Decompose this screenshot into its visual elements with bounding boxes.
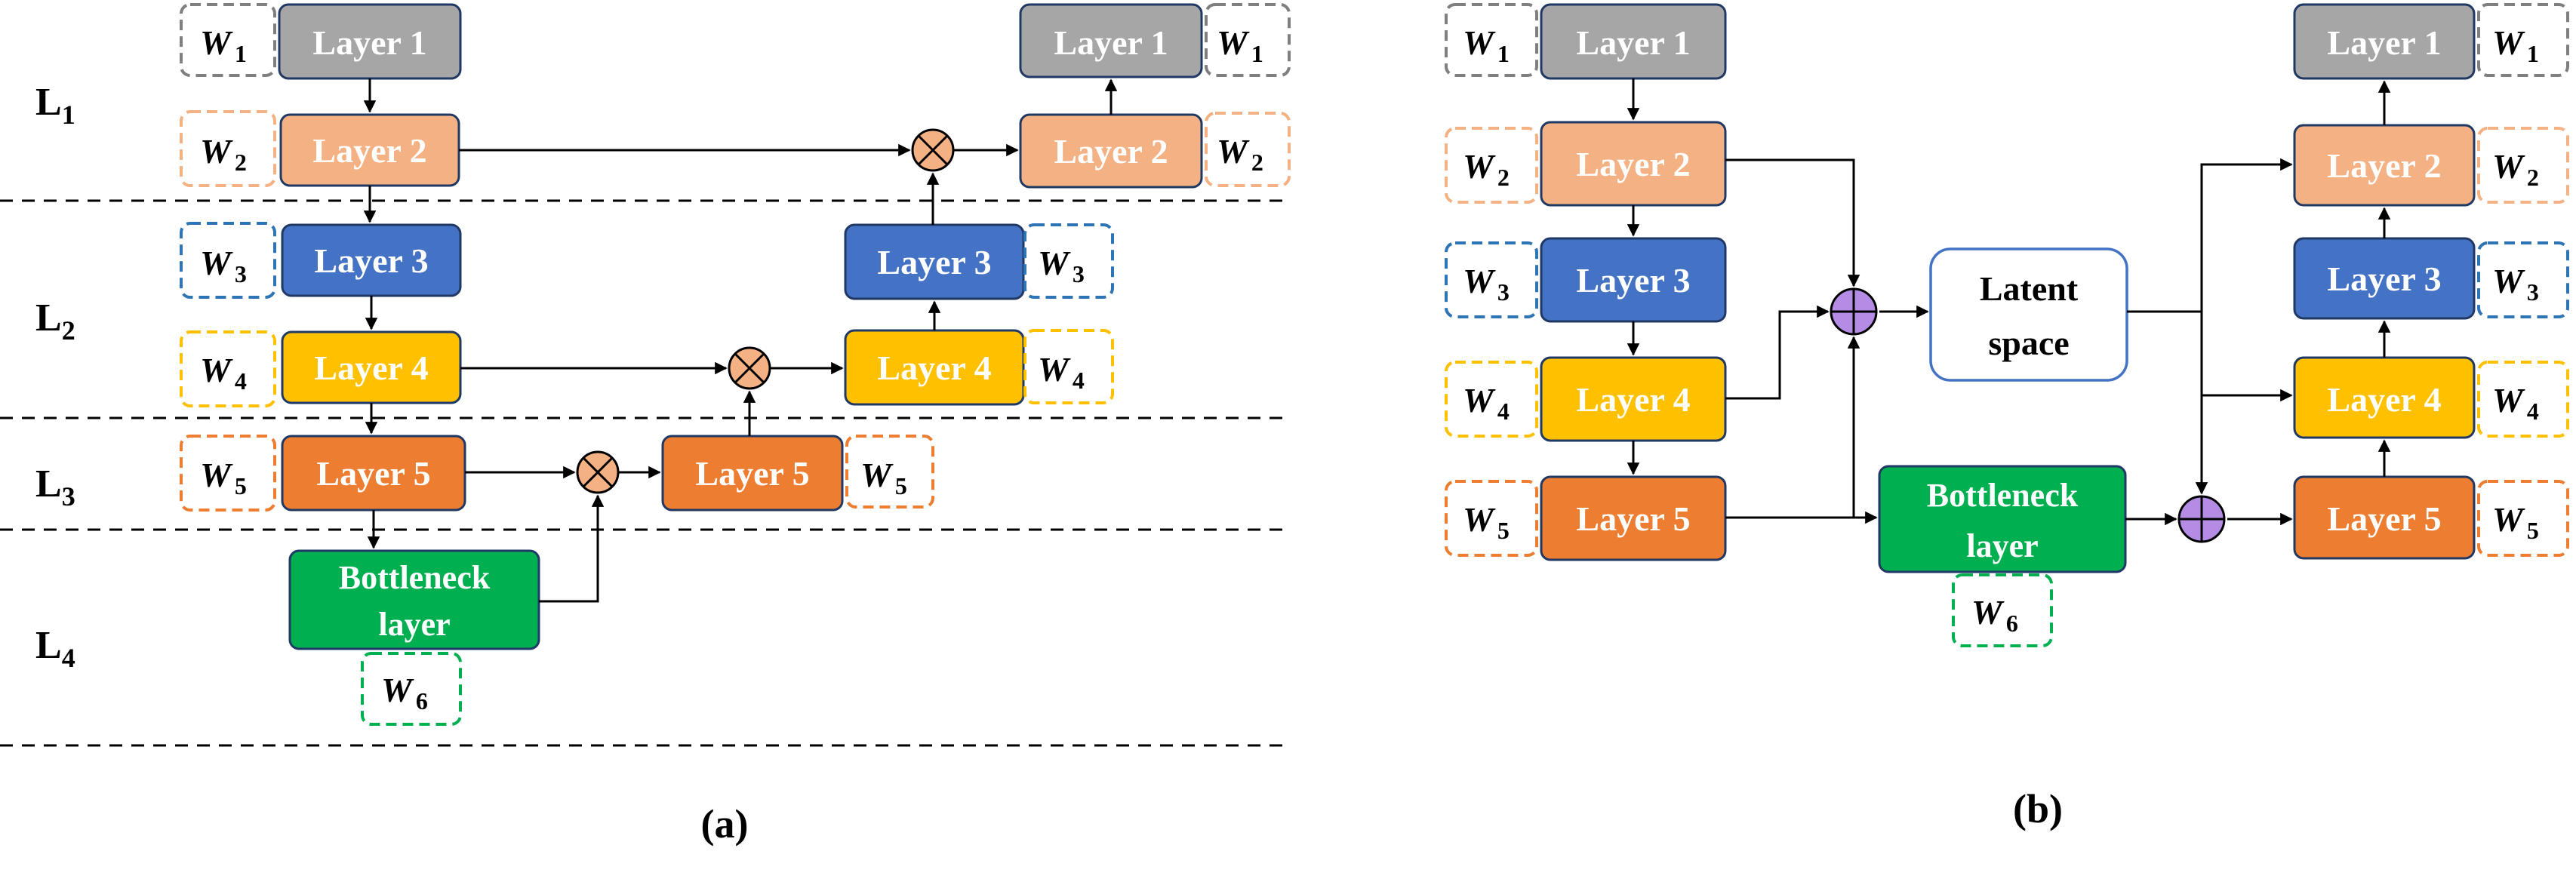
weight-w1-box xyxy=(2477,3,2569,77)
decoder-layer-5-label: Layer 5 xyxy=(695,454,809,493)
weight-w2-box xyxy=(180,110,276,187)
row-label-l1: L1 xyxy=(35,81,75,130)
weight-w5-box xyxy=(180,435,276,512)
latent-space-label-line1: Latent xyxy=(1980,269,2079,308)
decoder-layer-4-label: Layer 4 xyxy=(2327,380,2441,419)
row-label-l3: L3 xyxy=(35,462,75,512)
encoder-layer-5-label: Layer 5 xyxy=(316,454,430,493)
circled-plus-icon xyxy=(2177,495,2226,543)
weight-w2-box xyxy=(1445,127,1538,204)
panel-b-caption: (b) xyxy=(2013,786,2063,831)
weight-w1-box xyxy=(180,3,276,77)
weight-w2-box xyxy=(1205,112,1291,187)
weight-w6-box xyxy=(361,652,462,726)
bottleneck-layer-label-line2: layer xyxy=(378,606,450,643)
encoder-layer-4-label: Layer 4 xyxy=(314,349,428,387)
encoder-layer-2-label: Layer 2 xyxy=(312,131,426,170)
weight-w3-box xyxy=(1445,241,1538,318)
weight-w5-box xyxy=(2477,480,2569,557)
weight-w3-box xyxy=(180,222,276,299)
decoder-layer-5-box xyxy=(661,435,844,512)
connectors-panel-a xyxy=(363,78,1118,603)
latent-space-box xyxy=(1929,247,2128,382)
weight-w3-box xyxy=(1023,223,1114,299)
encoder-layer-1-label: Layer 1 xyxy=(1576,23,1690,62)
decoder-layer-2-label: Layer 2 xyxy=(1054,132,1168,171)
decoder-layer-1-label: Layer 1 xyxy=(1054,23,1168,62)
circled-times-icon xyxy=(911,128,955,172)
circled-times-icon xyxy=(728,346,771,390)
decoder-layer-1-label: Layer 1 xyxy=(2327,23,2441,62)
panel-a-caption: (a) xyxy=(701,801,749,847)
decoder-layer-5-label: Layer 5 xyxy=(2327,499,2441,538)
decoder-layer-3-label: Layer 3 xyxy=(2327,260,2441,298)
weight-w1-box xyxy=(1205,3,1291,77)
weight-w4-box xyxy=(1445,361,1538,438)
bottleneck-layer-label-line1: Bottleneck xyxy=(1927,477,2079,514)
panel-a: L1 L2 L3 L4 Layer 1 Layer 2 Layer 3 Laye… xyxy=(0,3,1291,847)
weight-w4-box xyxy=(180,330,276,407)
weight-w2-box xyxy=(2477,127,2569,204)
circled-times-icon xyxy=(576,450,620,494)
latent-space-label-line2: space xyxy=(1988,324,2069,362)
encoder-layer-5-label: Layer 5 xyxy=(1576,499,1690,538)
weight-w4-box xyxy=(1023,329,1114,404)
weight-w5-box xyxy=(1445,480,1538,557)
decoder-layer-1-box xyxy=(2293,3,2476,80)
weight-w6-box xyxy=(1952,573,2053,647)
encoder-layer-4-label: Layer 4 xyxy=(1576,380,1690,419)
bottleneck-layer-label-line1: Bottleneck xyxy=(339,559,491,596)
row-label-l4: L4 xyxy=(35,624,75,673)
bottleneck-layer-label-line2: layer xyxy=(1966,527,2038,564)
row-label-l2: L2 xyxy=(35,297,75,346)
encoder-layer-1-label: Layer 1 xyxy=(312,23,426,62)
decoder-layer-4-label: Layer 4 xyxy=(877,349,991,387)
encoder-layer-2-label: Layer 2 xyxy=(1576,145,1690,183)
panel-b: Layer 1 Layer 2 Layer 3 Layer 4 Layer 5 … xyxy=(1445,3,2569,831)
weight-w5-box xyxy=(845,435,934,509)
decoder-layer-1-box xyxy=(1019,3,1203,78)
encoder-layer-3-label: Layer 3 xyxy=(314,241,428,280)
circled-plus-icon xyxy=(1830,287,1878,336)
weight-w1-box xyxy=(1445,3,1538,77)
bottleneck-layer-box xyxy=(288,549,540,650)
decoder-layer-2-label: Layer 2 xyxy=(2327,146,2441,185)
decoder-layer-3-box xyxy=(844,223,1025,300)
connectors-panel-b xyxy=(1627,78,2391,526)
decoder-layer-3-label: Layer 3 xyxy=(877,243,991,281)
weight-w4-box xyxy=(2477,361,2569,438)
weight-w3-box xyxy=(2477,241,2569,318)
encoder-layer-3-label: Layer 3 xyxy=(1576,261,1690,300)
